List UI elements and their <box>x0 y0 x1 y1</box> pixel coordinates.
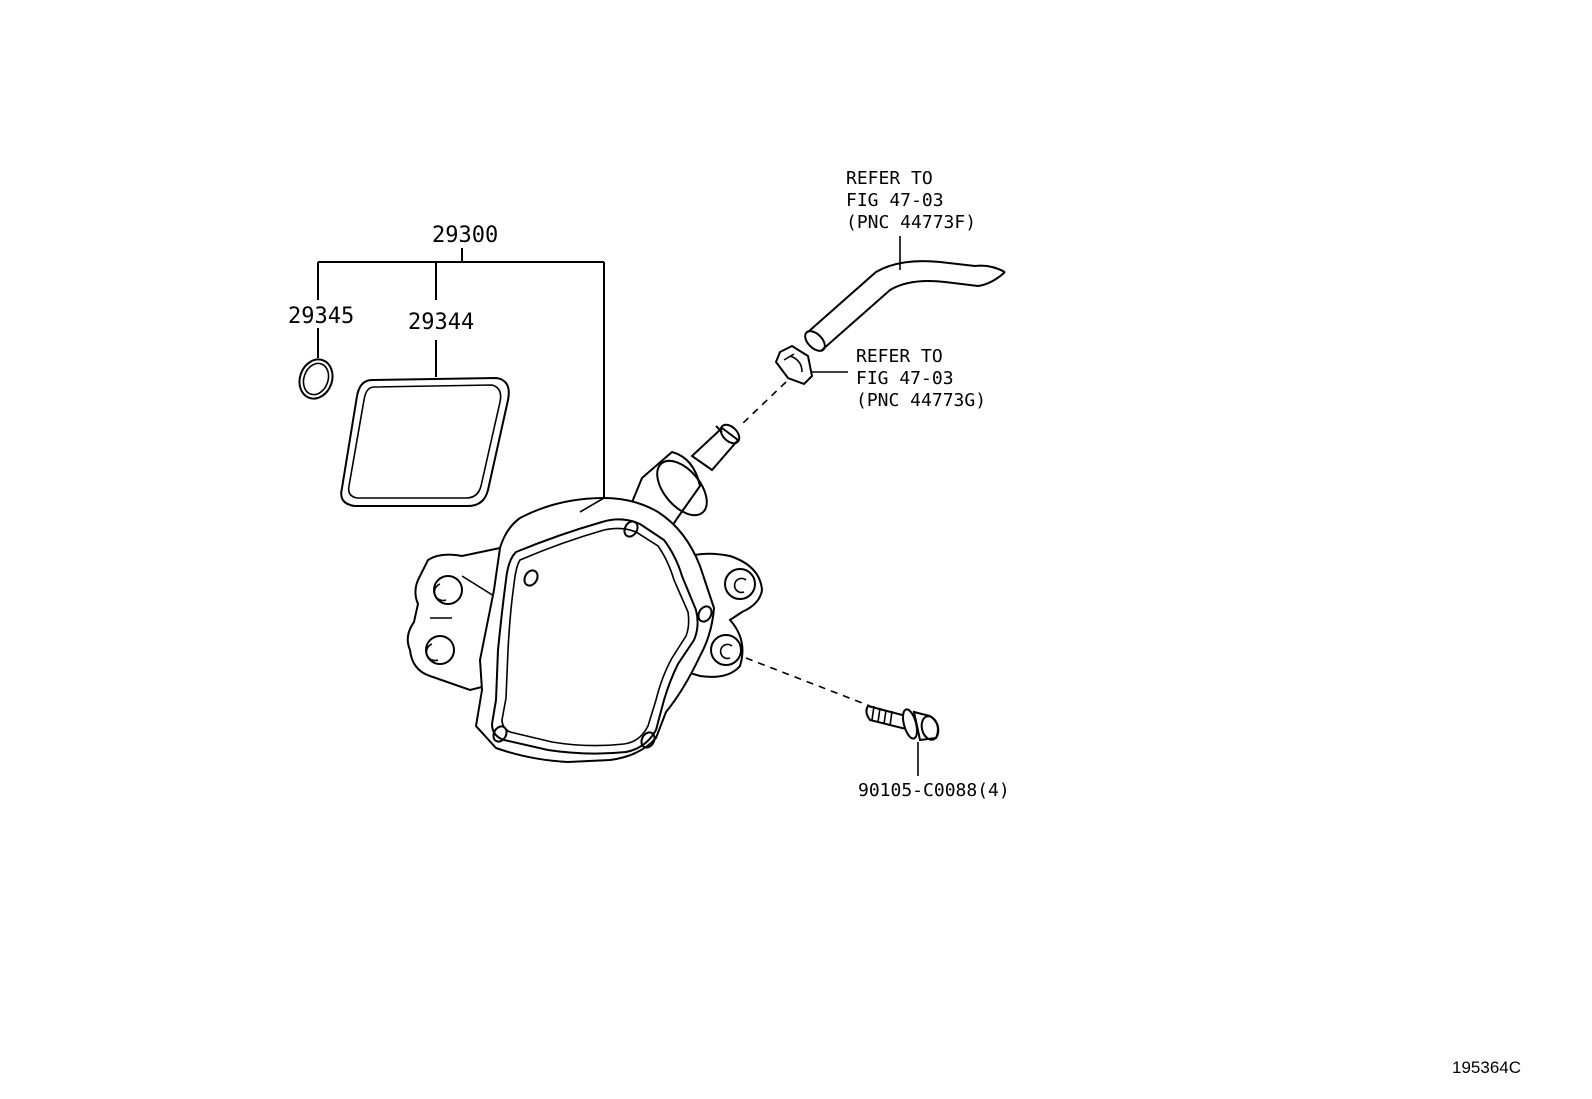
drawing-code: 195364C <box>1452 1058 1521 1077</box>
hose-ref-line3: (PNC 44773F) <box>846 212 976 233</box>
gasket <box>340 376 510 507</box>
hose <box>804 236 1006 352</box>
label-assembly: 29300 <box>432 223 498 248</box>
clamp-guide-line <box>741 381 787 425</box>
clamp-ref-line2: FIG 47-03 <box>856 368 954 389</box>
hose-ref-line1: REFER TO <box>846 168 933 189</box>
o-ring <box>298 358 334 400</box>
vacuum-pump <box>406 423 764 764</box>
label-o-ring: 29345 <box>288 304 354 329</box>
assembly-bracket <box>317 248 605 498</box>
flange-bolt <box>865 704 940 776</box>
label-bolt: 90105-C0088(4) <box>858 780 1010 801</box>
label-gasket: 29344 <box>408 310 474 335</box>
hose-ref-line2: FIG 47-03 <box>846 190 944 211</box>
bolt-guide-line <box>745 657 871 707</box>
clamp-ref-line1: REFER TO <box>856 346 943 367</box>
clamp-ref-line3: (PNC 44773G) <box>856 390 986 411</box>
hose-clamp <box>774 344 848 386</box>
